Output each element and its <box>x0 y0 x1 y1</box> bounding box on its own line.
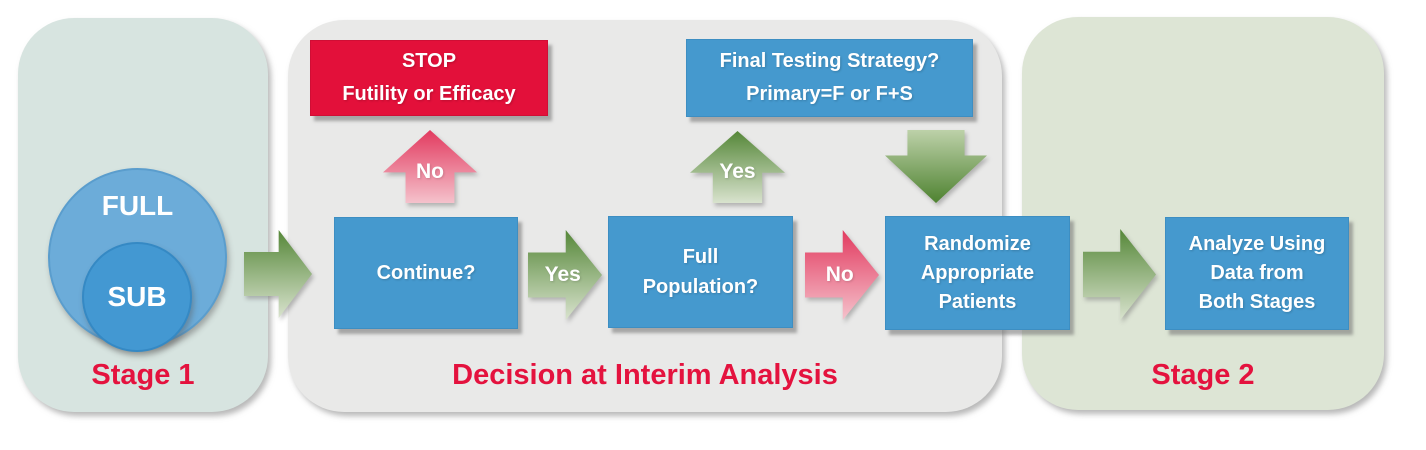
randomize-to-analyze-arrow-icon <box>1083 229 1156 320</box>
interim-decision-heading: Decision at Interim Analysis <box>452 359 838 391</box>
sub-circle-label: SUB <box>107 281 167 312</box>
yes-right-arrow-icon: Yes <box>528 230 602 320</box>
randomize-line1: Randomize <box>924 232 1031 255</box>
stop-box: STOP Futility or Efficacy <box>310 40 548 116</box>
analyze-line3: Both Stages <box>1198 291 1316 313</box>
full-population-line1: Full <box>682 246 719 268</box>
arrow-shape <box>1083 229 1156 320</box>
randomize-line2: Appropriate <box>920 261 1035 284</box>
randomize-line3: Patients <box>938 290 1017 313</box>
arrow-shape <box>885 130 987 203</box>
no-right-arrow-label: No <box>825 263 854 286</box>
stop-box-line2: Futility or Efficacy <box>342 83 516 105</box>
full-population-box: Full Population? <box>608 216 793 328</box>
randomize-patients-box: Randomize Appropriate Patients <box>885 216 1070 330</box>
arrow-shape <box>244 230 312 318</box>
final-box-line1: Final Testing Strategy? <box>719 50 940 72</box>
analyze-line1: Analyze Using <box>1188 233 1326 255</box>
full-population-line2: Population? <box>642 276 759 298</box>
no-up-arrow-icon: No <box>383 130 477 203</box>
final-testing-strategy-box: Final Testing Strategy? Primary=F or F+S <box>686 39 973 117</box>
continue-box-label: Continue? <box>376 261 476 284</box>
yes-right-arrow-label: Yes <box>544 263 581 286</box>
continue-box: Continue? <box>334 217 518 329</box>
final-box-line2: Primary=F or F+S <box>746 83 913 105</box>
stage2-panel <box>1022 17 1384 410</box>
stage2-heading: Stage 2 <box>1151 359 1255 391</box>
stop-box-line1: STOP <box>401 50 457 72</box>
yes-up-arrow-icon: Yes <box>690 131 785 203</box>
stage1-heading: Stage 1 <box>91 359 195 391</box>
sub-population-circle: SUB <box>82 242 192 352</box>
no-up-arrow-label: No <box>416 159 444 183</box>
yes-up-arrow-label: Yes <box>719 160 756 184</box>
full-circle-label: FULL <box>101 190 174 221</box>
strategy-down-arrow-icon <box>885 130 987 203</box>
analyze-line2: Data from <box>1210 262 1304 284</box>
stage1-to-continue-arrow-icon <box>244 230 312 318</box>
no-right-arrow-icon: No <box>805 230 879 320</box>
analyze-both-stages-box: Analyze Using Data from Both Stages <box>1165 217 1349 330</box>
